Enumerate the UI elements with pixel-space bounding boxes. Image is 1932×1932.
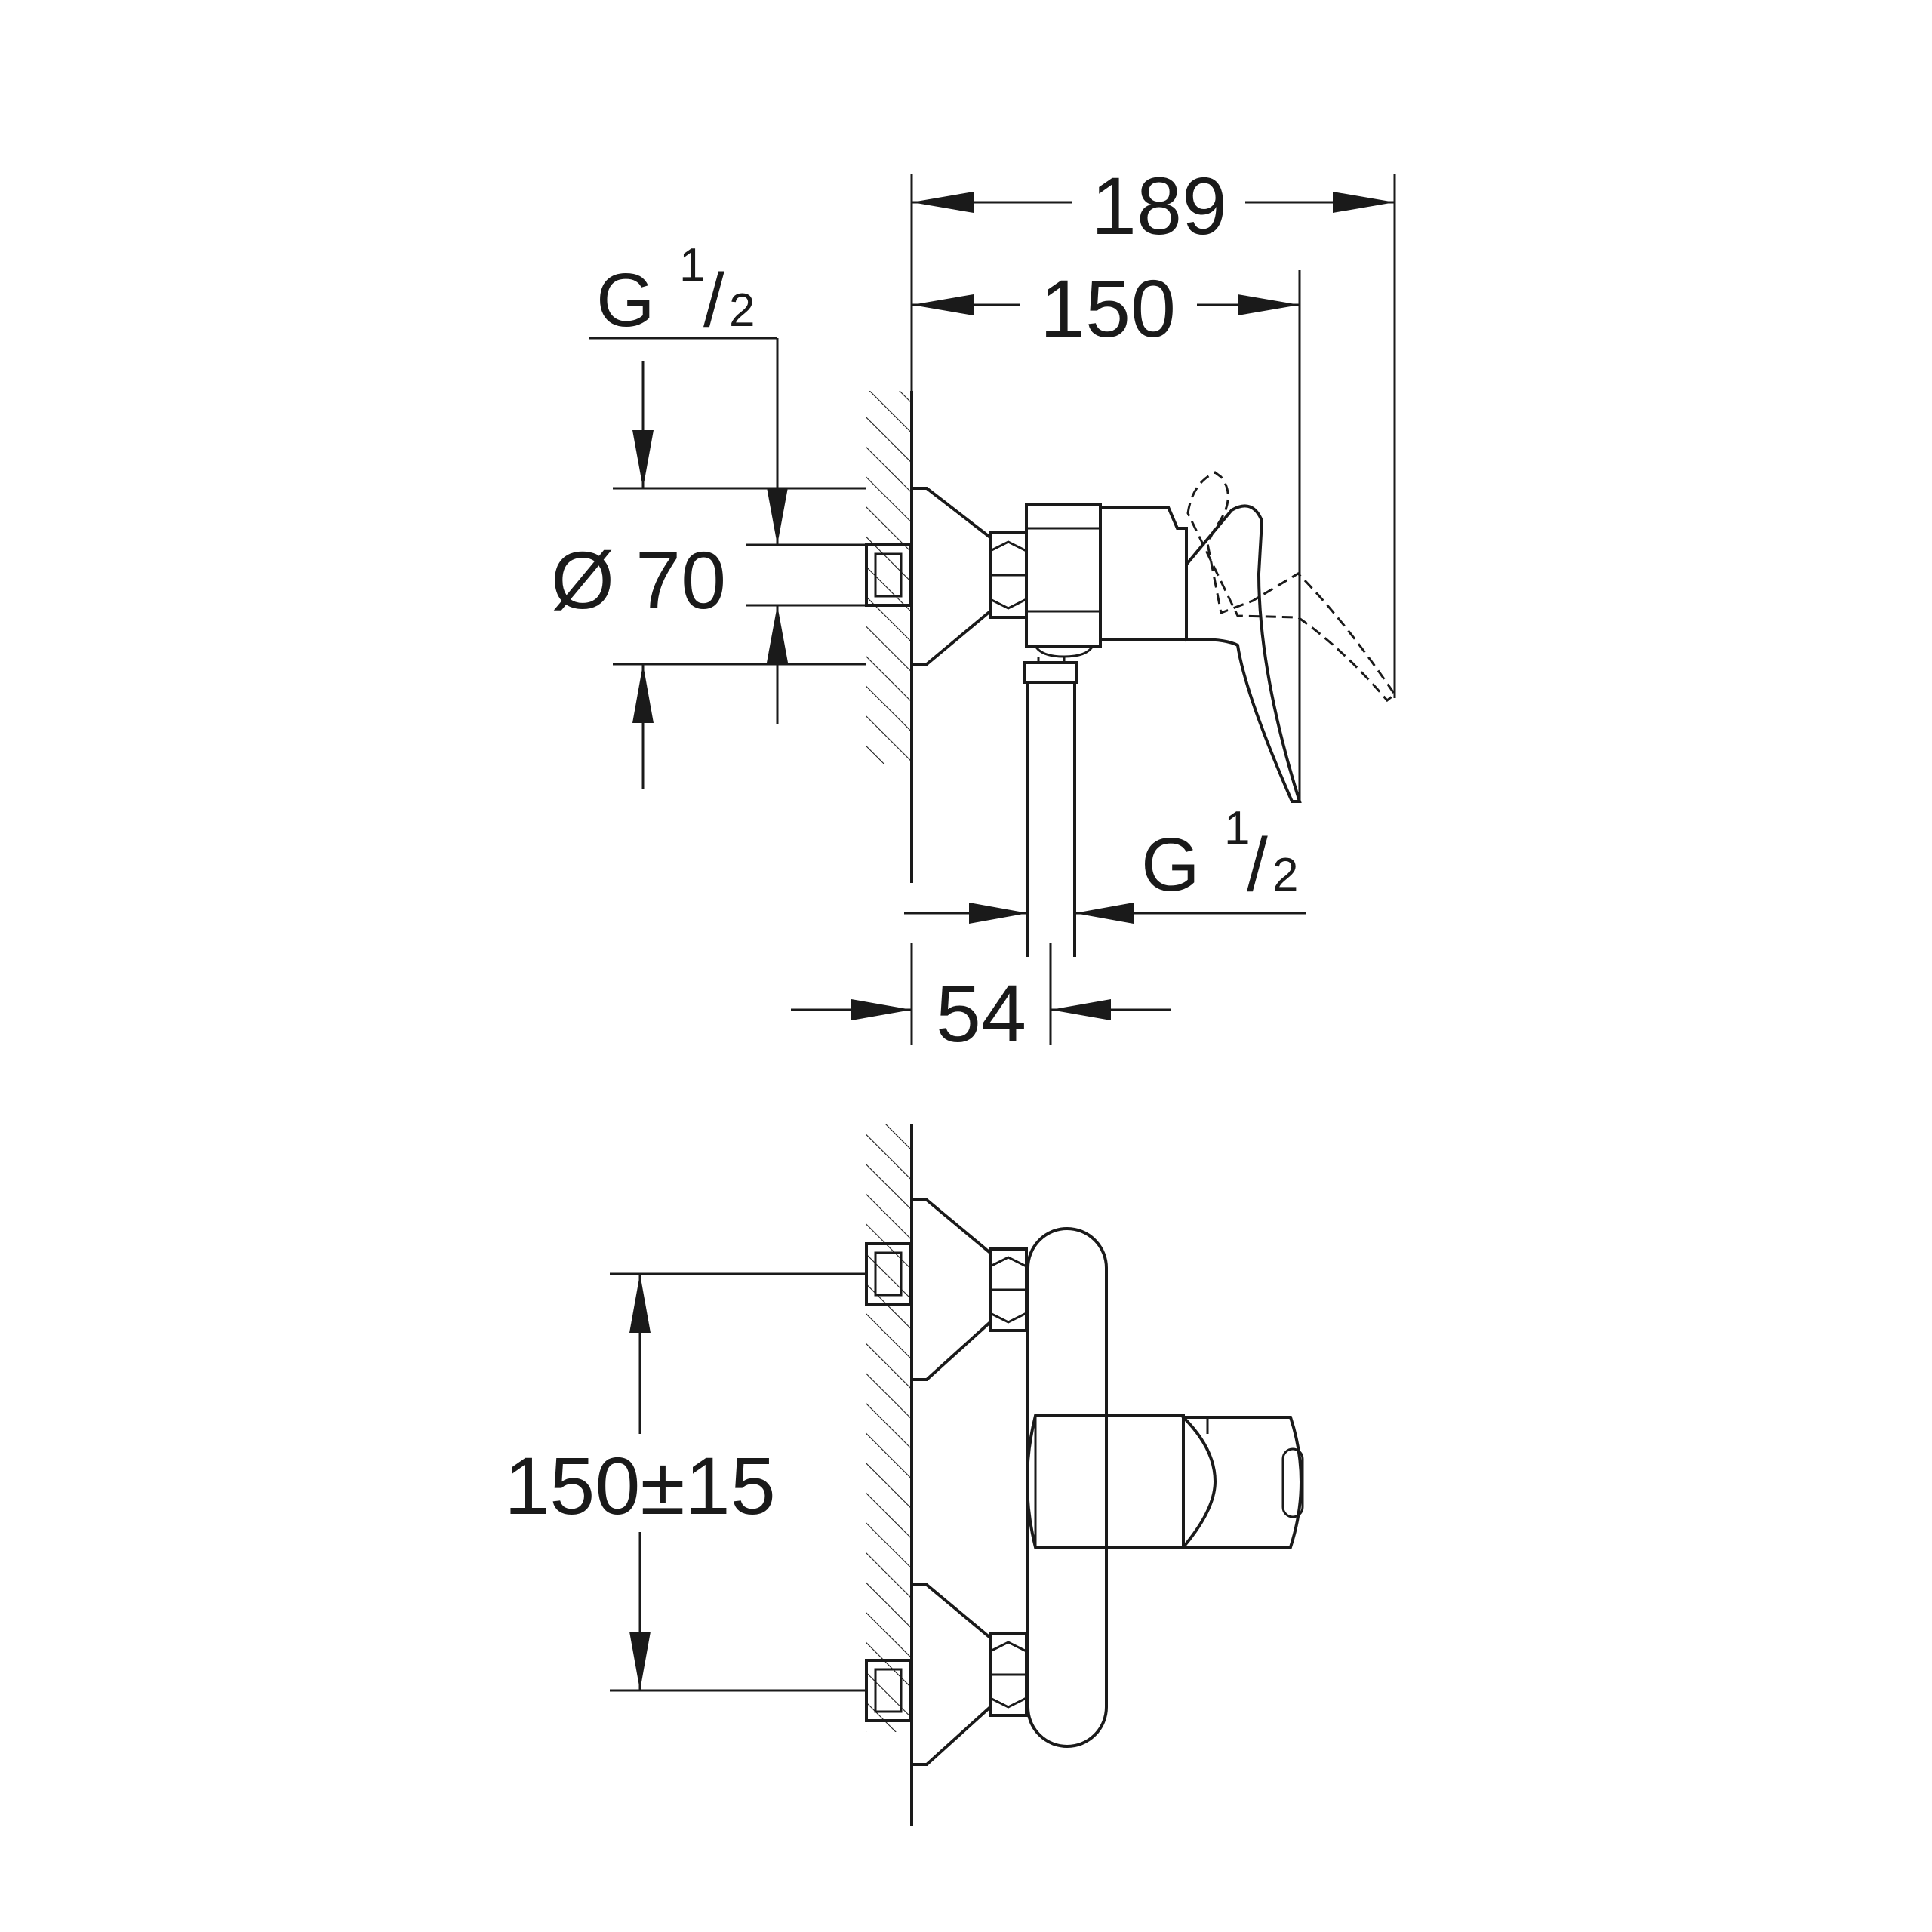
mixer-body-side	[1025, 503, 1188, 658]
thread-label-top: G 1 / 2	[589, 239, 865, 724]
dim-150-label: 150	[1040, 263, 1176, 354]
mixer-housing-front	[1026, 1414, 1185, 1549]
lever-raised-position	[1186, 471, 1397, 703]
dim-54-label: 54	[936, 968, 1026, 1059]
dim-diameter: Ø 70	[551, 361, 866, 789]
lever-side	[1185, 504, 1302, 803]
dim-overall-length: 189	[910, 160, 1396, 698]
dim-outlet-offset: 54	[791, 943, 1171, 1059]
front-view: 150±15	[504, 1124, 1304, 1826]
thread-label-bottom: G 1 / 2	[904, 802, 1306, 924]
svg-text:/: /	[703, 258, 724, 343]
dim-150-15-label: 150±15	[504, 1440, 776, 1531]
side-view: 189 150 G 1 / 2	[551, 160, 1397, 1059]
hex-nut-side	[989, 531, 1028, 619]
svg-text:2: 2	[729, 285, 755, 337]
dim-inlet-spacing: 150±15	[504, 1272, 866, 1692]
svg-text:G: G	[1141, 823, 1200, 907]
diameter-symbol: Ø	[551, 534, 614, 626]
svg-text:/: /	[1247, 823, 1268, 907]
mixer-body-front	[1026, 1227, 1108, 1748]
lever-front	[1180, 1416, 1304, 1549]
svg-text:1: 1	[1224, 802, 1250, 854]
wall-side	[866, 391, 913, 883]
dim-lever-length: 150	[912, 263, 1301, 801]
svg-text:G: G	[596, 258, 655, 343]
dim-189-label: 189	[1091, 160, 1227, 251]
escutcheon-side	[910, 487, 992, 666]
outlet-tube	[1023, 657, 1078, 957]
svg-text:2: 2	[1272, 849, 1298, 901]
svg-text:1: 1	[679, 239, 705, 291]
diameter-value: 70	[635, 534, 726, 626]
